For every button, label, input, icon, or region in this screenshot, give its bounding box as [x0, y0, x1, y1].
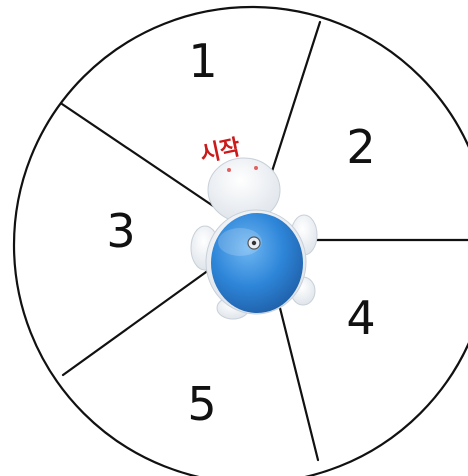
- segment-label-3: 3: [106, 204, 135, 258]
- segment-label-2: 2: [346, 120, 375, 174]
- segment-label-5: 5: [187, 377, 216, 431]
- robot-head-dot: [227, 168, 231, 172]
- segment-label-4: 4: [346, 291, 375, 345]
- robot-head-dot: [254, 166, 258, 170]
- robot-sensor-dot: [252, 241, 256, 245]
- robot-shell: [211, 213, 303, 313]
- segment-label-1: 1: [188, 34, 217, 88]
